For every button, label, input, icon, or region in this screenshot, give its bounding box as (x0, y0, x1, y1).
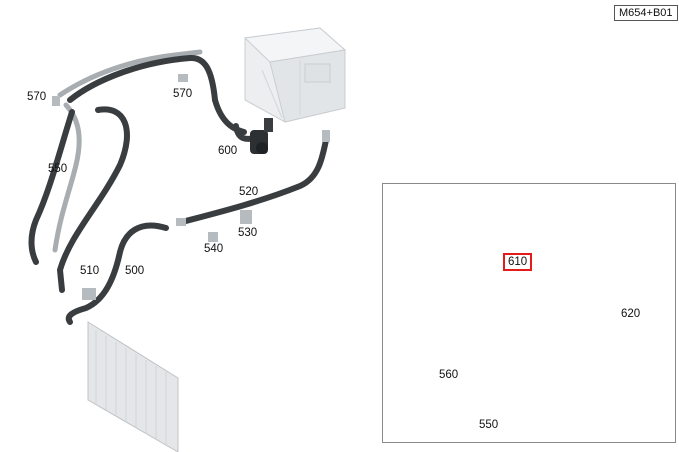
label-570-left: 570 (27, 91, 47, 103)
label-550-inset: 550 (479, 419, 499, 431)
reference-code: M654+B01 (614, 5, 678, 21)
label-610-highlighted: 610 (503, 253, 533, 271)
clip-510 (82, 288, 96, 300)
clip-530 (240, 210, 252, 224)
battery-module (243, 27, 347, 123)
label-520: 520 (239, 186, 259, 198)
clip-570-left (52, 96, 60, 106)
label-500: 500 (125, 265, 145, 277)
label-600: 600 (218, 145, 238, 157)
label-560: 560 (439, 369, 459, 381)
label-510: 510 (80, 265, 100, 277)
radiator (87, 321, 179, 452)
label-530: 530 (238, 227, 258, 239)
clip-540 (208, 232, 218, 242)
detail-inset (382, 183, 676, 443)
pump-600 (233, 118, 273, 154)
label-620: 620 (621, 308, 641, 320)
label-570-top: 570 (173, 88, 193, 100)
label-550: 550 (48, 163, 68, 175)
clip-570-top (178, 74, 188, 82)
label-540: 540 (204, 243, 224, 255)
